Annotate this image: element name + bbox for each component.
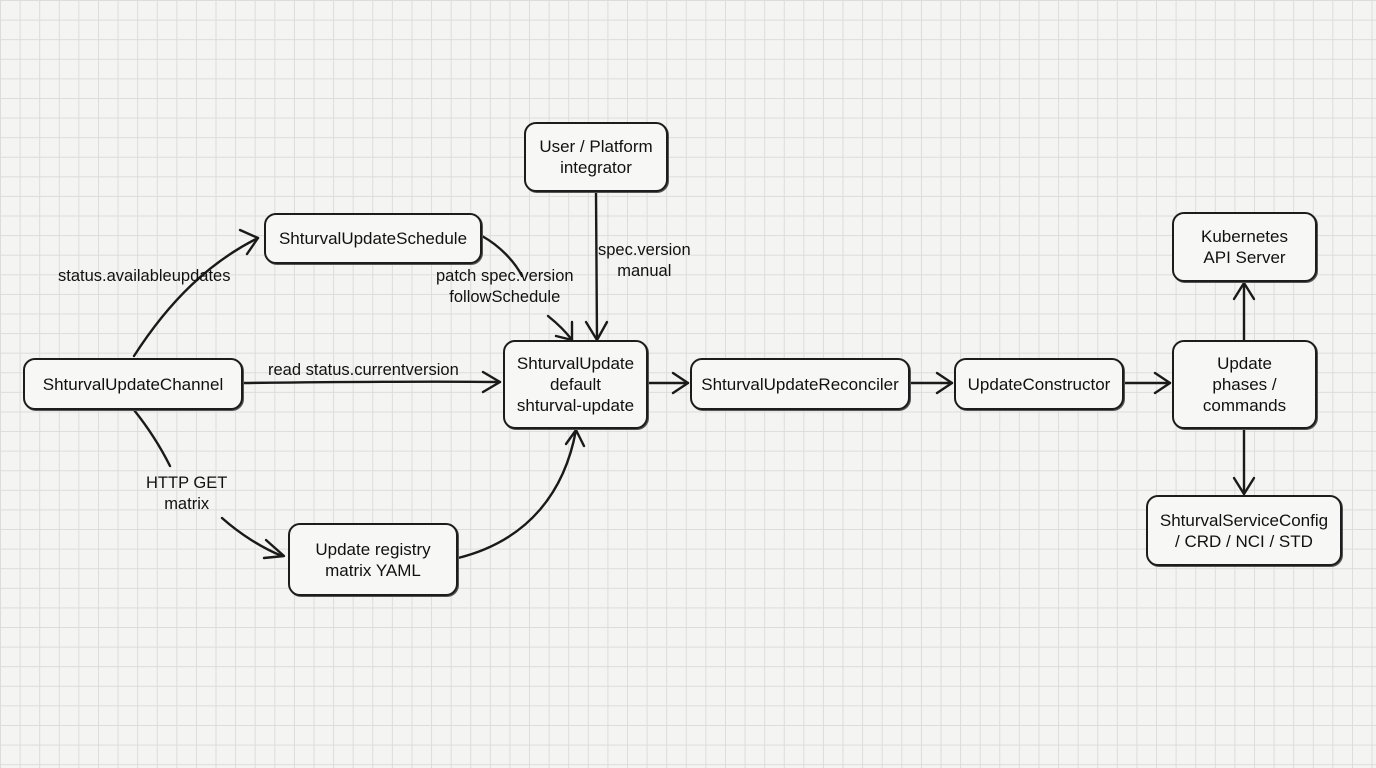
node-shturval-service-config: ShturvalServiceConfig / CRD / NCI / STD bbox=[1146, 495, 1342, 566]
node-phases-line-3: commands bbox=[1202, 396, 1287, 415]
label-spec-manual-line-1: spec.version bbox=[598, 241, 691, 259]
edge-channel-to-update bbox=[241, 380, 502, 385]
node-user-line-2: integrator bbox=[560, 158, 632, 177]
arrowhead-update-to-reconciler bbox=[671, 371, 690, 395]
node-registry-line-2: matrix YAML bbox=[325, 560, 421, 580]
node-phases-line-1: Update bbox=[1217, 354, 1272, 373]
arrowhead-registry-to-update bbox=[564, 428, 586, 448]
arrowhead-channel-to-registry bbox=[262, 538, 286, 560]
label-read-status-current-version: read status.currentversion bbox=[268, 360, 459, 381]
label-spec-version-manual: spec.version manual bbox=[598, 240, 691, 282]
arrowhead-phases-to-k8s bbox=[1232, 281, 1256, 301]
node-shturval-update-schedule: ShturvalUpdateSchedule bbox=[264, 213, 482, 264]
label-available-updates-text: status.availableupdates bbox=[58, 267, 231, 285]
node-update-constructor: UpdateConstructor bbox=[954, 358, 1124, 410]
arrowhead-reconciler-to-constructor bbox=[935, 371, 954, 395]
node-phases-line-2: phases / bbox=[1212, 375, 1277, 394]
node-update-line-3: shturval-update bbox=[516, 396, 635, 415]
edge-user-to-update bbox=[594, 190, 599, 342]
label-read-status-text: read status.currentversion bbox=[268, 361, 459, 379]
node-serviceconfig-line-2: / CRD / NCI / STD bbox=[1175, 531, 1313, 551]
node-serviceconfig-line-1: ShturvalServiceConfig bbox=[1159, 510, 1329, 530]
node-user-line-1: User / Platform bbox=[539, 137, 653, 156]
node-k8s-line-2: API Server bbox=[1203, 248, 1286, 267]
node-shturval-update-reconciler: ShturvalUpdateReconciler bbox=[690, 358, 910, 410]
label-patch-spec-version: patch spec.version followSchedule bbox=[436, 266, 574, 308]
label-http-get-line-1: HTTP GET bbox=[146, 474, 228, 492]
node-update-line-2: default bbox=[549, 375, 602, 394]
label-status-available-updates: status.availableupdates bbox=[58, 266, 230, 287]
node-update-phases-commands: Update phases / commands bbox=[1172, 340, 1317, 429]
node-update-registry-matrix: Update registry matrix YAML bbox=[288, 523, 458, 596]
node-registry-line-1: Update registry bbox=[315, 539, 431, 559]
node-channel-label: ShturvalUpdateChannel bbox=[42, 374, 224, 394]
node-reconciler-label: ShturvalUpdateReconciler bbox=[701, 374, 899, 394]
edge-channel-to-registry-lower bbox=[220, 516, 284, 558]
edge-registry-to-update bbox=[456, 428, 578, 560]
edge-channel-to-registry-upper bbox=[132, 408, 172, 468]
node-update-line-1: ShturvalUpdate bbox=[516, 354, 635, 373]
node-kubernetes-api-server: Kubernetes API Server bbox=[1172, 212, 1317, 282]
arrowhead-constructor-to-phases bbox=[1153, 371, 1172, 395]
label-http-get-matrix: HTTP GET matrix bbox=[146, 473, 227, 515]
edge-channel-to-schedule bbox=[132, 236, 260, 358]
node-schedule-label: ShturvalUpdateSchedule bbox=[278, 229, 468, 248]
arrowhead-channel-to-schedule bbox=[238, 228, 260, 256]
edge-schedule-to-update bbox=[480, 234, 524, 278]
label-http-get-line-2: matrix bbox=[164, 495, 210, 513]
edge-schedule-to-update-lower bbox=[546, 314, 574, 342]
node-k8s-line-1: Kubernetes bbox=[1201, 227, 1288, 246]
label-spec-manual-line-2: manual bbox=[617, 262, 672, 280]
node-user-platform-integrator: User / Platform integrator bbox=[524, 122, 668, 192]
label-patch-spec-line-1: patch spec.version bbox=[436, 267, 574, 285]
arrowhead-channel-to-update bbox=[481, 370, 502, 394]
node-shturval-update: ShturvalUpdate default shturval-update bbox=[503, 340, 648, 429]
node-constructor-label: UpdateConstructor bbox=[967, 374, 1111, 394]
node-shturval-update-channel: ShturvalUpdateChannel bbox=[23, 358, 243, 410]
arrowhead-phases-to-serviceconfig bbox=[1232, 476, 1256, 496]
label-patch-spec-line-2: followSchedule bbox=[449, 288, 561, 306]
